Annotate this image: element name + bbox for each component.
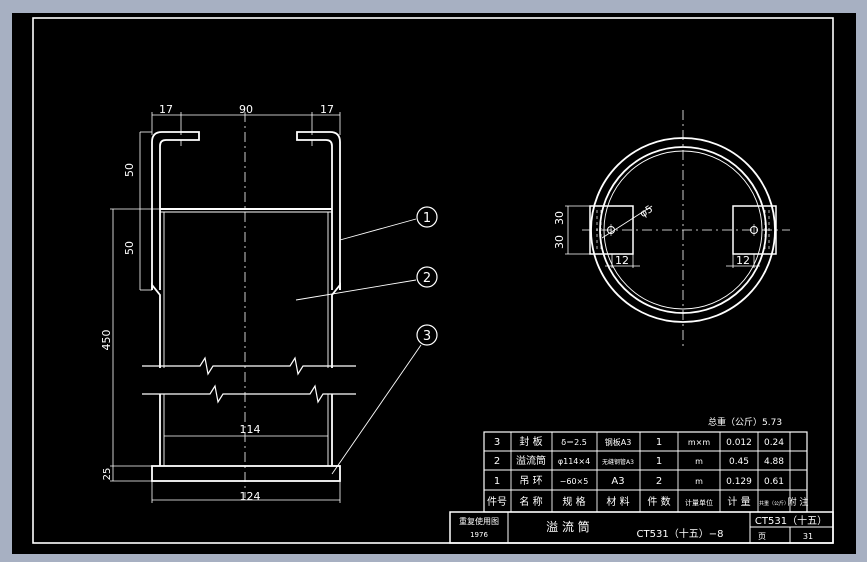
bom-r2-weight: 4.88: [764, 457, 784, 467]
dim-12-left: 12: [615, 254, 629, 267]
lifting-lug-right: [296, 131, 341, 290]
title-page-label: 页: [758, 532, 766, 541]
total-weight: 总重（公斤）5.73: [708, 416, 782, 428]
bom-r3-name: 封 板: [519, 435, 542, 448]
bill-of-materials: 总重（公斤）5.73 3 封 板 δ＝2.5 钢板A3 1 m×m 0.012 …: [483, 416, 809, 513]
dim-12-right: 12: [736, 254, 750, 267]
balloon-2: [416, 266, 438, 288]
bom-r1-name: 吊 环: [519, 475, 542, 487]
dim-124: 124: [240, 490, 261, 503]
bottom-cover-plate: [151, 465, 341, 482]
balloon-1: [416, 206, 438, 228]
bom-r2-spec: φ114×4: [558, 457, 590, 466]
bom-h-measure: 计 量: [727, 495, 750, 508]
bom-h-name: 名 称: [519, 495, 542, 508]
title-set-no: CT531（十五）: [755, 514, 827, 527]
bom-r1-unit: m: [695, 477, 703, 486]
top-lug-right: [732, 205, 777, 255]
bom-h-no: 件号: [487, 496, 507, 508]
balloon-1-label: 1: [423, 211, 431, 226]
top-lug-left: [589, 205, 634, 255]
bom-r2-measure: 0.45: [729, 457, 749, 467]
dim-30-lower: 30: [553, 235, 566, 249]
title-drawing-no: CT531（十五）−8: [637, 527, 724, 540]
title-year: 1976: [470, 531, 488, 539]
bom-r3-no: 3: [494, 437, 500, 448]
outer-circle: [590, 137, 776, 323]
balloon-3-label: 3: [423, 329, 431, 344]
dim-17-right: 17: [320, 103, 334, 116]
bom-h-note: 附 注: [788, 496, 809, 508]
bom-r3-spec: δ＝2.5: [561, 438, 587, 447]
title-name: 溢 流 筒: [546, 519, 590, 534]
bom-r2-unit: m: [695, 457, 703, 466]
bom-r1-qty: 2: [656, 476, 662, 487]
title-block: 重复使用图 1976 溢 流 筒 CT531（十五）−8 CT531（十五） 页…: [449, 511, 834, 544]
bom-r3-material: 钢板A3: [605, 437, 632, 447]
balloon-3: [416, 324, 438, 346]
title-reuse-label: 重复使用图: [459, 516, 499, 526]
bom-r1-material: A3: [611, 476, 624, 487]
bom-r1-no: 1: [494, 476, 500, 487]
bom-r1-spec: −60×5: [560, 477, 589, 486]
bom-h-qty: 件 数: [647, 495, 670, 508]
bom-r3-qty: 1: [656, 437, 662, 448]
dim-114: 114: [240, 423, 261, 436]
bom-r2-no: 2: [494, 456, 500, 467]
bom-r2-material: 无缝钢管A3: [602, 458, 634, 466]
bom-r3-unit: m×m: [688, 438, 710, 447]
dim-25: 25: [102, 468, 113, 481]
bom-r1-weight: 0.61: [764, 477, 784, 487]
title-page: 31: [803, 532, 813, 541]
bom-r2-qty: 1: [656, 456, 662, 467]
dim-50-mid: 50: [123, 241, 136, 255]
dim-90: 90: [239, 103, 253, 116]
bom-r1-measure: 0.129: [726, 477, 752, 487]
front-view: 17 90 17 114 124: [100, 103, 438, 503]
dim-17-left: 17: [159, 103, 173, 116]
bom-h-spec: 规 格: [562, 495, 585, 508]
dim-30-upper: 30: [553, 211, 566, 225]
bom-h-material: 材 料: [606, 495, 629, 508]
bom-r2-name: 溢流筒: [516, 454, 546, 467]
tube-outer: [599, 146, 767, 314]
top-view: φ5 30 30 12 12: [553, 110, 790, 348]
bom-r3-weight: 0.24: [764, 438, 784, 448]
bom-h-weight: 共重（公斤）: [759, 500, 789, 507]
dim-50-top: 50: [123, 163, 136, 177]
drawing-border: [32, 17, 834, 544]
balloon-2-label: 2: [423, 271, 431, 286]
tube-inner: [603, 150, 763, 310]
break-line-upper: [142, 356, 356, 376]
break-line-lower: [142, 384, 356, 404]
bom-h-unit: 计量单位: [685, 498, 713, 507]
dim-450: 450: [100, 330, 113, 351]
lifting-lug-left: [151, 131, 200, 290]
bom-r3-measure: 0.012: [726, 438, 752, 448]
